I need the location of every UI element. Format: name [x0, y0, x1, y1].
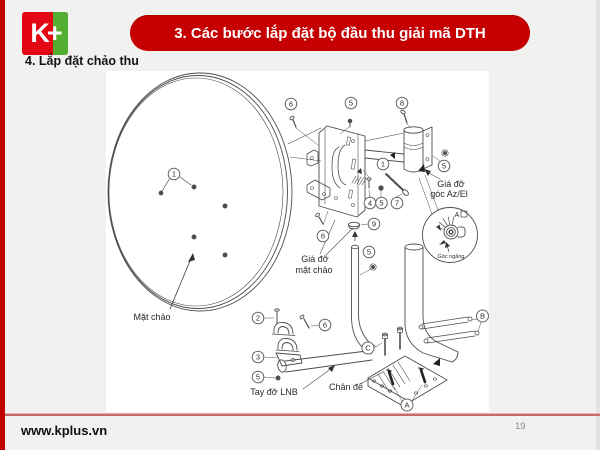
label-azel-bracket-1: Giá đỡ — [437, 179, 465, 189]
label-dish: Mặt chảo — [133, 312, 170, 322]
lnb-arm-tube — [277, 350, 373, 373]
right-nut — [432, 149, 449, 163]
label-pointers — [302, 169, 441, 390]
left-screw — [315, 210, 329, 226]
slide-title: 3. Các bước lắp đặt bộ đầu thu giải mã D… — [174, 24, 486, 42]
anchor-bolts — [386, 367, 427, 402]
callout-B: B — [480, 312, 485, 321]
pivot-pole — [348, 221, 376, 355]
callout-5-top: 5 — [349, 99, 353, 108]
pole-clamp-bars — [418, 316, 482, 344]
label-azel-bracket-2: góc Az/El — [430, 189, 468, 199]
callout-bubbles: 1 6 5 8 5 1 4 5 7 6 9 5 2 6 3 5 B C A — [167, 96, 489, 412]
left-accent-bar — [0, 0, 5, 450]
callout-9: 9 — [372, 220, 376, 229]
callout-5-pole: 5 — [367, 248, 371, 257]
callout-1-strut: 1 — [381, 160, 385, 169]
logo-text: K+ — [30, 18, 62, 48]
dish-assembly-diagram: 1 6 5 8 5 1 4 5 7 6 9 5 2 6 3 5 B C A — [107, 72, 489, 412]
callout-6-top: 6 — [289, 100, 293, 109]
dish-reflector — [107, 72, 293, 312]
kplus-logo: K+ — [22, 12, 68, 55]
callout-2: 2 — [256, 314, 260, 323]
base-plate — [367, 355, 448, 411]
dish-label-arrow — [169, 253, 195, 310]
callout-5-lnb: 5 — [256, 373, 260, 382]
label-dish-bracket-2: mặt chảo — [295, 265, 332, 275]
callout-C: C — [365, 344, 371, 353]
callout-5-right: 5 — [442, 162, 446, 171]
top-fasteners — [289, 109, 412, 146]
callout-4: 4 — [368, 199, 372, 208]
label-dish-bracket-1: Giá đỡ — [301, 254, 329, 264]
elevation-detail-magnifier — [418, 174, 478, 263]
azel-mast-clamp — [403, 126, 433, 173]
bracket-flange-tabs — [306, 149, 331, 201]
page-number: 19 — [515, 421, 526, 432]
callout-5-mid: 5 — [379, 199, 383, 208]
bracket-strut — [364, 132, 405, 163]
label-elevation-angle: Góc ngẩng — [438, 253, 465, 260]
callout-8-top: 8 — [400, 99, 404, 108]
callout-3: 3 — [256, 353, 260, 362]
dish-mount-bracket — [318, 125, 367, 218]
logo-green-block — [53, 12, 68, 55]
section-heading: 4. Lắp đặt chảo thu — [25, 54, 139, 68]
lnb-clamp — [263, 308, 320, 381]
callout-A: A — [404, 401, 409, 410]
callout-6-lnb: 6 — [323, 321, 327, 330]
dish-bolt-callout-lines — [158, 176, 192, 196]
pole-nut — [359, 263, 377, 276]
callout-6-left: 6 — [321, 232, 325, 241]
callout-7: 7 — [395, 199, 399, 208]
slide-title-banner: 3. Các bước lắp đặt bộ đầu thu giải mã D… — [130, 15, 530, 51]
part-labels: Mặt chảo Giá đỡ mặt chảo Giá đỡ góc Az/E… — [133, 179, 467, 397]
mid-fasteners — [362, 169, 409, 198]
label-base: Chân đế — [329, 382, 363, 392]
footer-divider — [5, 413, 600, 416]
mast-pole — [404, 243, 459, 366]
label-lnb-arm: Tay đỡ LNB — [250, 387, 297, 397]
diagram-panel: 1 6 5 8 5 1 4 5 7 6 9 5 2 6 3 5 B C A — [106, 71, 489, 412]
base-bolts — [373, 326, 404, 356]
callout-1-dish: 1 — [172, 170, 176, 179]
footer-url: www.kplus.vn — [21, 423, 108, 438]
label-detail-marker: A — [455, 212, 460, 219]
